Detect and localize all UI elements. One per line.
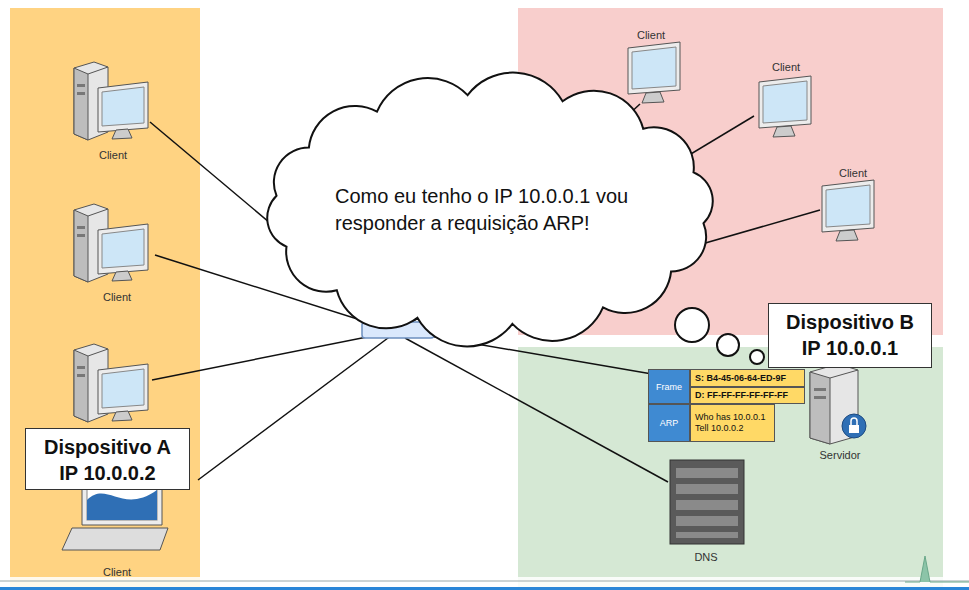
cable [198, 335, 392, 480]
cloud-shape [267, 73, 713, 347]
source-mac-cell-text: S: B4-45-06-64-ED-9F [695, 373, 800, 384]
destination-mac-cell: D: FF-FF-FF-FF-FF-FF [690, 387, 805, 404]
thought-bubble [717, 334, 739, 356]
device-label-box: Dispositivo AIP 10.0.0.2 [25, 428, 190, 490]
monitor-icon [759, 76, 811, 137]
destination-mac-cell-text: D: FF-FF-FF-FF-FF-FF [695, 390, 800, 401]
source-mac-cell: S: B4-45-06-64-ED-9F [690, 369, 805, 387]
server-icon [810, 364, 866, 444]
client-label: Client [99, 149, 127, 162]
thought-cloud-text: Como eu tenho o IP 10.0.0.1 vou responde… [335, 183, 695, 237]
video-bar [0, 577, 969, 590]
client-label-text: Client [637, 29, 665, 42]
cable [152, 332, 392, 380]
arp-request-cell-text: Tell 10.0.0.2 [695, 423, 770, 434]
client-label: Client [637, 29, 665, 42]
client-label-text: Client [103, 291, 131, 304]
client-label: Client [103, 566, 131, 579]
dns-label: DNS [694, 551, 717, 564]
device-label-box: Dispositivo BIP 10.0.0.1 [768, 303, 932, 368]
client-label: Client [772, 61, 800, 74]
device-label-box-text: Dispositivo A [34, 434, 181, 460]
audio-wave [905, 556, 969, 582]
progress-bar [0, 587, 969, 590]
cable [405, 338, 668, 482]
client-zone [10, 8, 200, 590]
thought-bubble [750, 350, 764, 364]
arp-request-cell: Who has 10.0.0.1Tell 10.0.0.2 [690, 404, 775, 442]
server-label: Servidor [820, 449, 861, 462]
device-label-box-text: IP 10.0.0.1 [777, 335, 923, 361]
monitor-icon [822, 180, 874, 241]
arp-header-cell-text: ARP [660, 418, 679, 428]
client-label: Client [103, 291, 131, 304]
device-label-box-text: Dispositivo B [777, 309, 923, 335]
server-label-text: Servidor [820, 449, 861, 462]
desktop-icon [74, 344, 148, 422]
dns-label-text: DNS [694, 551, 717, 564]
monitor-icon [628, 42, 680, 103]
video-bar [0, 581, 969, 582]
client-label-text: Client [772, 61, 800, 74]
desktop-icon [74, 62, 148, 140]
thought-cloud: Como eu tenho o IP 10.0.0.1 vou responde… [255, 72, 725, 347]
thought-bubble [675, 308, 709, 342]
client-label: Client [839, 167, 867, 180]
frame-header-cell: Frame [648, 369, 690, 404]
client-label-text: Client [99, 149, 127, 162]
dns-rack-icon [670, 460, 744, 544]
client-label-text: Client [103, 566, 131, 579]
cloud-outline [255, 72, 725, 347]
device-label-box-text: IP 10.0.0.2 [34, 460, 181, 486]
arp-request-cell-text: Who has 10.0.0.1 [695, 412, 770, 423]
frame-header-cell-text: Frame [656, 382, 682, 392]
desktop-icon [74, 204, 148, 282]
client-label-text: Client [839, 167, 867, 180]
arp-header-cell: ARP [648, 404, 690, 442]
server-zone [518, 347, 943, 590]
